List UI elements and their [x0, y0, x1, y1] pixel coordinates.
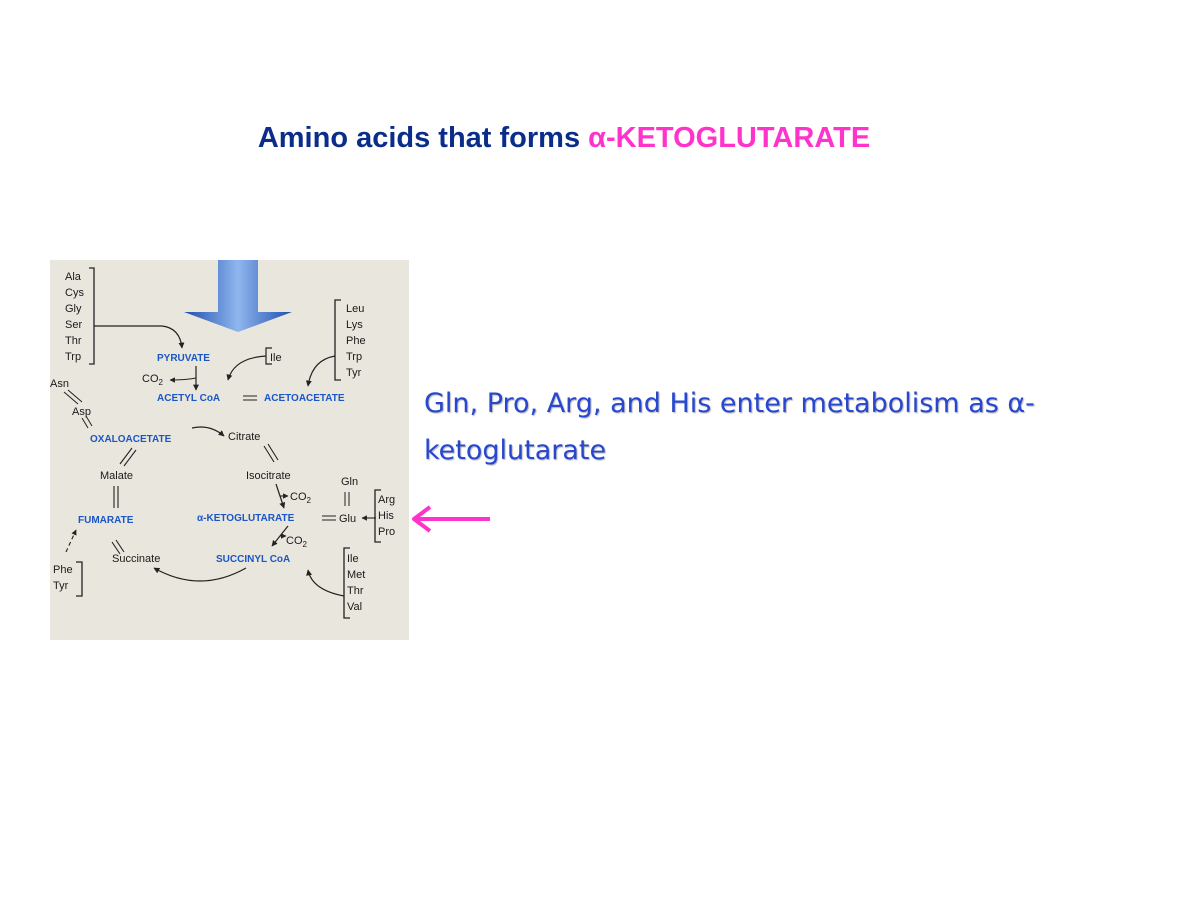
aa-label: Thr: [347, 585, 364, 597]
succinate-label: Succinate: [112, 553, 160, 565]
metabolic-pathway-diagram: Ala Cys Gly Ser Thr Trp Leu Lys Phe Trp …: [50, 260, 409, 640]
oxaloacetate-label: OXALOACETATE: [90, 434, 172, 445]
aa-label: Phe: [53, 564, 73, 576]
aa-label: Ile: [347, 553, 359, 565]
arrow: [94, 325, 185, 349]
aa-label: Tyr: [346, 367, 362, 379]
arrow: [226, 355, 267, 381]
acetyl-coa-label: ACETYL CoA: [157, 393, 220, 404]
aa-label: Pro: [378, 526, 395, 538]
aa-label: Lys: [346, 319, 363, 331]
aa-label: Ser: [65, 319, 82, 331]
aa-label: Thr: [65, 335, 82, 347]
aa-label: Cys: [65, 287, 84, 299]
asn-label: Asn: [50, 378, 69, 390]
succinyl-coa-label: SUCCINYL CoA: [216, 554, 290, 565]
aa-label: Arg: [378, 494, 395, 506]
arrow: [191, 426, 225, 437]
aa-label: Val: [347, 601, 362, 613]
aa-label: Tyr: [53, 580, 69, 592]
akg-label: α-KETOGLUTARATE: [197, 513, 295, 524]
akg-amino-acid-group: Arg His Pro: [374, 489, 395, 543]
aa-label: Trp: [65, 351, 81, 363]
co2-label: CO2: [290, 491, 312, 505]
pyruvate-amino-acid-group: Ala Cys Gly Ser Thr Trp: [65, 267, 185, 365]
gln-label: Gln: [341, 476, 358, 488]
aa-label: Phe: [346, 335, 366, 347]
arrow: [169, 377, 197, 383]
aa-label: His: [378, 510, 394, 522]
acetyl-amino-acid-group: Leu Lys Phe Trp Tyr: [305, 299, 366, 387]
fumarate-label: FUMARATE: [78, 515, 134, 526]
citrate-label: Citrate: [228, 431, 260, 443]
aa-label: Leu: [346, 303, 364, 315]
co2-label: CO2: [286, 535, 308, 549]
arrow: [153, 567, 247, 582]
caption-line-1: Gln, Pro, Arg, and His enter metabolism …: [424, 388, 1035, 419]
aa-label: Met: [347, 569, 365, 581]
co2-label: CO2: [142, 373, 164, 387]
slide-title: Amino acids that forms α-KETOGLUTARATE: [0, 122, 1128, 155]
pyruvate-label: PYRUVATE: [157, 353, 210, 364]
left-arrow-icon: [412, 505, 490, 533]
aa-label: Trp: [346, 351, 362, 363]
ile-label: Ile: [270, 352, 282, 364]
caption-line-2: ketoglutarate: [424, 435, 607, 466]
asp-label: Asp: [72, 406, 91, 418]
fumarate-amino-acid-group: Phe Tyr: [53, 529, 83, 597]
caption-text: Gln, Pro, Arg, and His enter metabolism …: [424, 380, 1164, 474]
acetoacetate-label: ACETOACETATE: [264, 393, 345, 404]
title-prefix: Amino acids that forms: [257, 122, 589, 154]
aa-label: Gly: [65, 303, 82, 315]
succinyl-amino-acid-group: Ile Met Thr Val: [306, 547, 365, 619]
glu-label: Glu: [339, 513, 356, 525]
title-highlight: α-KETOGLUTARATE: [588, 122, 871, 154]
malate-label: Malate: [100, 470, 133, 482]
aa-label: Ala: [65, 271, 82, 283]
arrow: [306, 569, 345, 597]
big-down-arrow-icon: [184, 260, 292, 332]
arrow: [305, 355, 336, 387]
isocitrate-label: Isocitrate: [246, 470, 291, 482]
